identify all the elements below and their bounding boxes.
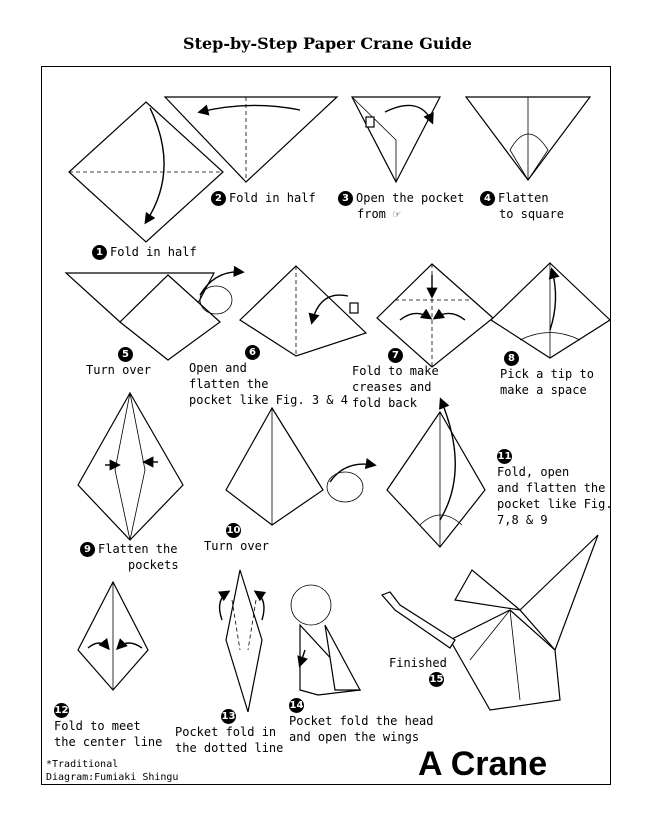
step-number: 10: [226, 523, 241, 538]
step-8-label: 8 Pick a tip to make a space: [500, 351, 594, 397]
fig-15-crane: [380, 534, 599, 711]
credits: *Traditional Diagram:Fumiaki Shingu: [46, 758, 178, 784]
fig-10-kite: [225, 406, 377, 526]
step-number: 7: [388, 348, 403, 363]
fig-11-kite: [386, 397, 486, 548]
fig-5-square-base: [64, 265, 245, 361]
step-number: 12: [54, 703, 69, 718]
step-15-label: Finished 15: [389, 656, 447, 687]
fig-13-narrow: [217, 569, 267, 713]
step-number: 3: [338, 191, 353, 206]
step-number: 15: [429, 672, 444, 687]
step-number: 4: [480, 191, 495, 206]
step-13-label: 13 Pocket fold in the dotted line: [175, 709, 284, 755]
page-title: Step-by-Step Paper Crane Guide: [183, 34, 472, 53]
step-5-label: 5 Turn over: [86, 347, 152, 377]
step-7-label: 7 Fold to make creases and fold back: [352, 348, 439, 410]
fig-1-square: [68, 101, 224, 243]
fig-8-pick-tip: [490, 262, 611, 359]
step-number: 6: [245, 345, 260, 360]
diagram-frame: [41, 66, 611, 785]
step-number: 2: [211, 191, 226, 206]
fig-12-kite: [77, 580, 149, 691]
fig-6-square-base: [239, 265, 368, 357]
fig-7-creases: [376, 263, 494, 368]
step-number: 11: [497, 449, 512, 464]
crane-title: A Crane: [418, 745, 548, 783]
step-14-label: 14 Pocket fold the head and open the win…: [289, 698, 434, 744]
fig-3-open-pocket: [351, 96, 441, 184]
credit-diagram-author: Diagram:Fumiaki Shingu: [46, 772, 179, 783]
step-12-label: 12 Fold to meet the center line: [54, 703, 163, 749]
step-number: 14: [289, 698, 304, 713]
fig-14-head: [290, 584, 362, 696]
credit-traditional: *Traditional: [46, 759, 119, 770]
fig-2-triangle: [163, 96, 339, 183]
step-number: 9: [80, 542, 95, 557]
step-6-label: 6 Open and flatten the pocket like Fig. …: [189, 345, 348, 407]
step-number: 5: [118, 347, 133, 362]
fig-9-kite: [77, 391, 184, 541]
step-number: 1: [92, 245, 107, 260]
step-number: 13: [221, 709, 236, 724]
step-11-label: 11 Fold, open and flatten the pocket lik…: [497, 449, 613, 527]
fig-4-flatten: [464, 96, 592, 182]
step-number: 8: [504, 351, 519, 366]
step-10-label: 10 Turn over: [204, 523, 270, 553]
